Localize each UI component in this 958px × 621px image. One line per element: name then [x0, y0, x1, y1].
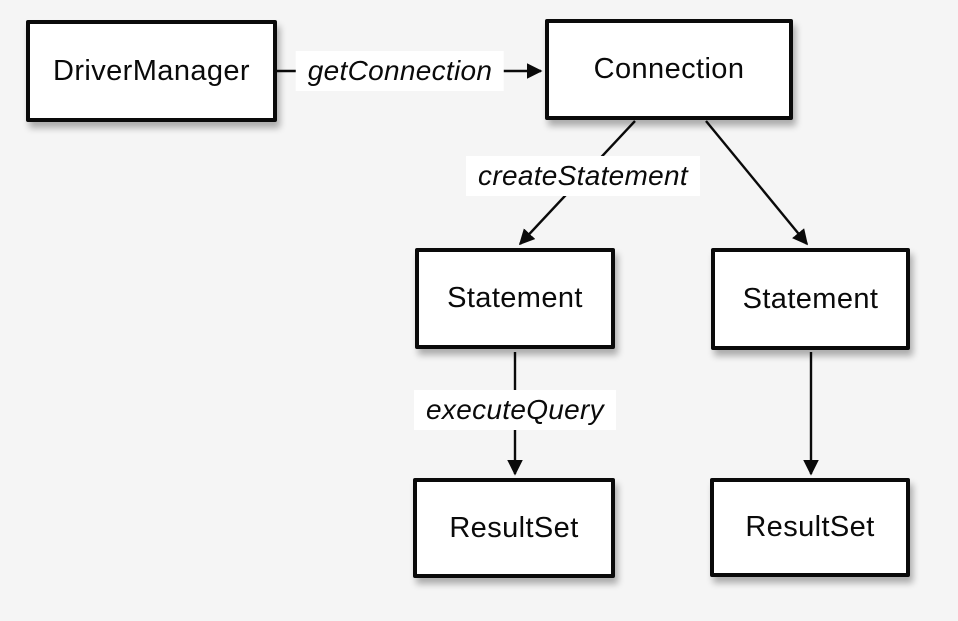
node-connection-label: Connection [593, 53, 745, 85]
edge-label-getconnection: getConnection [295, 51, 505, 91]
node-statement-left-label: Statement [447, 282, 583, 314]
node-resultset-right-label: ResultSet [745, 511, 875, 543]
node-drivermanager-label: DriverManager [53, 54, 250, 87]
connection-to-statement-right-arrow [705, 120, 808, 246]
node-statement-left: Statement [415, 248, 615, 349]
edge-label-createstatement: createStatement [466, 156, 700, 196]
node-resultset-right: ResultSet [710, 478, 910, 577]
node-connection: Connection [545, 19, 793, 120]
node-resultset-left: ResultSet [413, 478, 615, 578]
node-resultset-left-label: ResultSet [449, 511, 579, 544]
node-statement-right-label: Statement [742, 282, 879, 315]
node-drivermanager: DriverManager [26, 20, 277, 122]
node-statement-right: Statement [711, 248, 910, 350]
edge-label-executequery: executeQuery [414, 390, 616, 430]
